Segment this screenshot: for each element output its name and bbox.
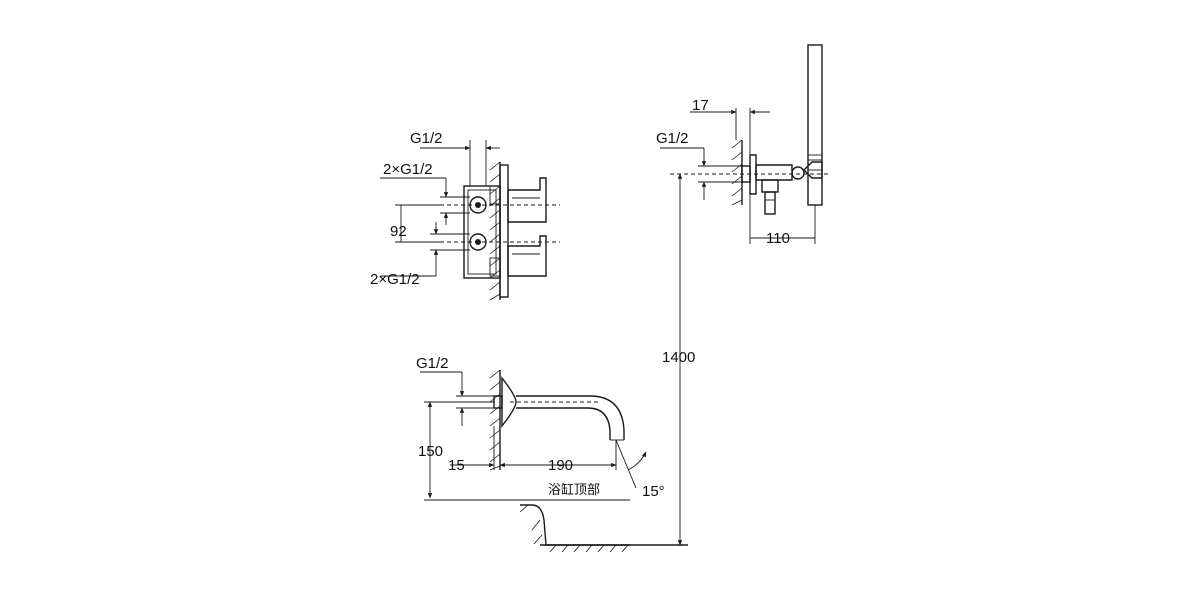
height-1400-label: 1400 [662, 349, 695, 366]
spout-15-label: 15 [448, 457, 465, 474]
shower-drawing: 17 G1/2 110 [656, 44, 830, 247]
shower-g12-label: G1/2 [656, 130, 689, 147]
mixer-g12-label: G1/2 [410, 130, 443, 147]
bathtub-top-label: 浴缸顶部 [548, 482, 600, 498]
spout-190-label: 190 [548, 457, 573, 474]
shower-17-label: 17 [692, 97, 709, 114]
height-dimension: 1400 [662, 173, 695, 546]
spout-150-label: 150 [418, 443, 443, 460]
shower-110-label: 110 [766, 230, 790, 247]
spout-drawing: G1/2 150 15 190 15° 浴缸顶部 [416, 355, 688, 553]
spout-15deg-label: 15° [642, 483, 665, 500]
mixer-2xg12-top-label: 2×G1/2 [383, 161, 433, 178]
mixer-drawing: G1/2 2×G1/2 92 2×G1/2 [370, 130, 560, 301]
mixer-92-label: 92 [390, 223, 407, 240]
mixer-2xg12-bottom-label: 2×G1/2 [370, 271, 420, 288]
spout-g12-label: G1/2 [416, 355, 449, 372]
